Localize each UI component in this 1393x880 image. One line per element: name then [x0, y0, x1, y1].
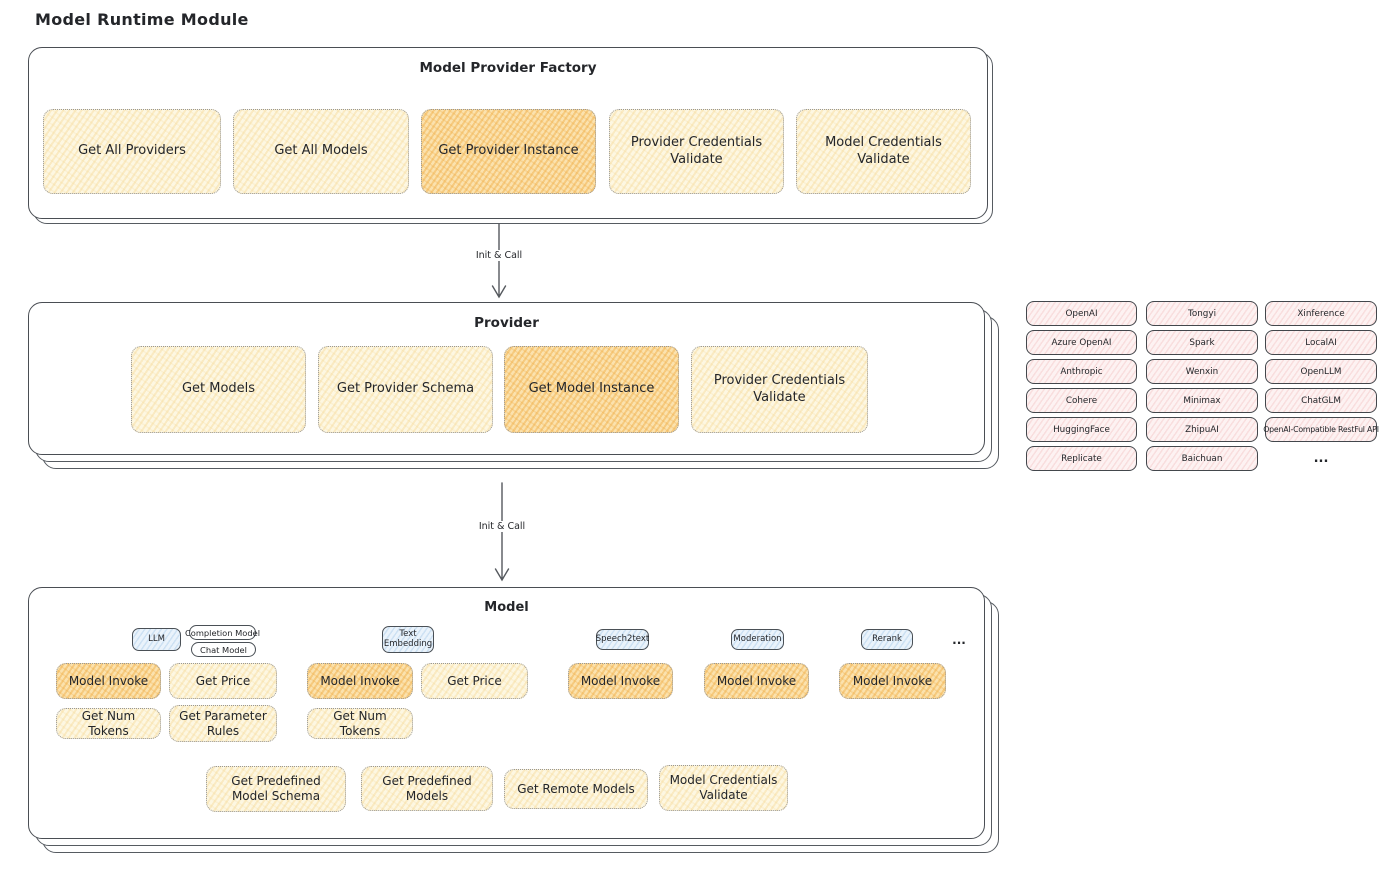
node-get-provider-schema: Get Provider Schema	[318, 346, 493, 433]
node-get-all-models: Get All Models	[233, 109, 409, 194]
init-call-label-1: Init & Call	[471, 250, 527, 261]
provider-chip-xinference: Xinference	[1265, 301, 1377, 326]
provider-chip-replicate: Replicate	[1026, 446, 1137, 471]
provider-container: Provider Get Models Get Provider Schema …	[28, 302, 999, 469]
init-call-label-2: Init & Call	[474, 521, 530, 532]
node-te-get-price: Get Price	[421, 663, 528, 699]
node-get-models: Get Models	[131, 346, 306, 433]
node-get-provider-instance: Get Provider Instance	[421, 109, 596, 194]
tag-completion-model: Completion Model	[185, 625, 260, 640]
tag-moderation: Moderation	[731, 629, 784, 650]
provider-chip-huggingface: HuggingFace	[1026, 417, 1137, 442]
tag-speech2text: Speech2text	[596, 629, 649, 650]
node-rerank-model-invoke: Model Invoke	[839, 663, 946, 699]
model-face: Model LLM Completion Model Chat Model Te…	[28, 587, 985, 839]
node-get-remote-models: Get Remote Models	[504, 769, 648, 809]
node-te-model-invoke: Model Invoke	[307, 663, 413, 699]
tag-chat-model: Chat Model	[191, 642, 256, 657]
tag-llm: LLM	[132, 628, 181, 651]
provider-chip-openai-compatible: OpenAI-Compatible RestFul API	[1263, 417, 1379, 442]
provider-chips-ellipsis: ...	[1313, 451, 1329, 466]
node-moderation-model-invoke: Model Invoke	[704, 663, 809, 699]
factory-title: Model Provider Factory	[419, 60, 597, 76]
provider-chip-anthropic: Anthropic	[1026, 359, 1137, 384]
tag-rerank: Rerank	[861, 629, 913, 650]
node-s2t-model-invoke: Model Invoke	[568, 663, 673, 699]
node-llm-model-invoke: Model Invoke	[56, 663, 161, 699]
node-llm-get-price: Get Price	[169, 663, 277, 699]
node-provider-credentials-validate: Provider Credentials Validate	[609, 109, 784, 194]
node-llm-get-parameter-rules: Get Parameter Rules	[169, 705, 277, 742]
provider-chip-zhipuai: ZhipuAI	[1146, 417, 1258, 442]
provider-chip-baichuan: Baichuan	[1146, 446, 1258, 471]
node-provider-credentials-validate-2: Provider Credentials Validate	[691, 346, 868, 433]
provider-chip-spark: Spark	[1146, 330, 1258, 355]
node-get-all-providers: Get All Providers	[43, 109, 221, 194]
provider-chip-wenxin: Wenxin	[1146, 359, 1258, 384]
provider-chip-azure-openai: Azure OpenAI	[1026, 330, 1137, 355]
provider-title: Provider	[474, 315, 539, 331]
init-call-arrow-2	[494, 482, 510, 582]
provider-chip-chatglm: ChatGLM	[1265, 388, 1377, 413]
factory-face: Model Provider Factory Get All Providers…	[28, 47, 988, 219]
node-te-get-num-tokens: Get Num Tokens	[307, 708, 413, 739]
provider-face: Provider Get Models Get Provider Schema …	[28, 302, 985, 455]
init-call-arrow-1	[491, 223, 507, 299]
provider-chip-minimax: Minimax	[1146, 388, 1258, 413]
node-llm-get-num-tokens: Get Num Tokens	[56, 708, 161, 739]
node-model-credentials-validate-2: Model Credentials Validate	[659, 765, 788, 811]
model-tags-ellipsis: ...	[952, 633, 966, 647]
factory-container: Model Provider Factory Get All Providers…	[28, 47, 993, 224]
provider-chip-openllm: OpenLLM	[1265, 359, 1377, 384]
page-title: Model Runtime Module	[35, 10, 249, 29]
node-model-credentials-validate: Model Credentials Validate	[796, 109, 971, 194]
provider-chip-localai: LocalAI	[1265, 330, 1377, 355]
tag-text-embedding: Text Embedding	[382, 626, 434, 653]
node-get-model-instance: Get Model Instance	[504, 346, 679, 433]
provider-chip-openai: OpenAI	[1026, 301, 1137, 326]
provider-chip-tongyi: Tongyi	[1146, 301, 1258, 326]
node-get-predefined-models: Get Predefined Models	[361, 766, 493, 811]
node-get-predefined-model-schema: Get Predefined Model Schema	[206, 766, 346, 812]
model-container: Model LLM Completion Model Chat Model Te…	[28, 587, 999, 853]
model-title: Model	[484, 600, 529, 615]
provider-chip-cohere: Cohere	[1026, 388, 1137, 413]
